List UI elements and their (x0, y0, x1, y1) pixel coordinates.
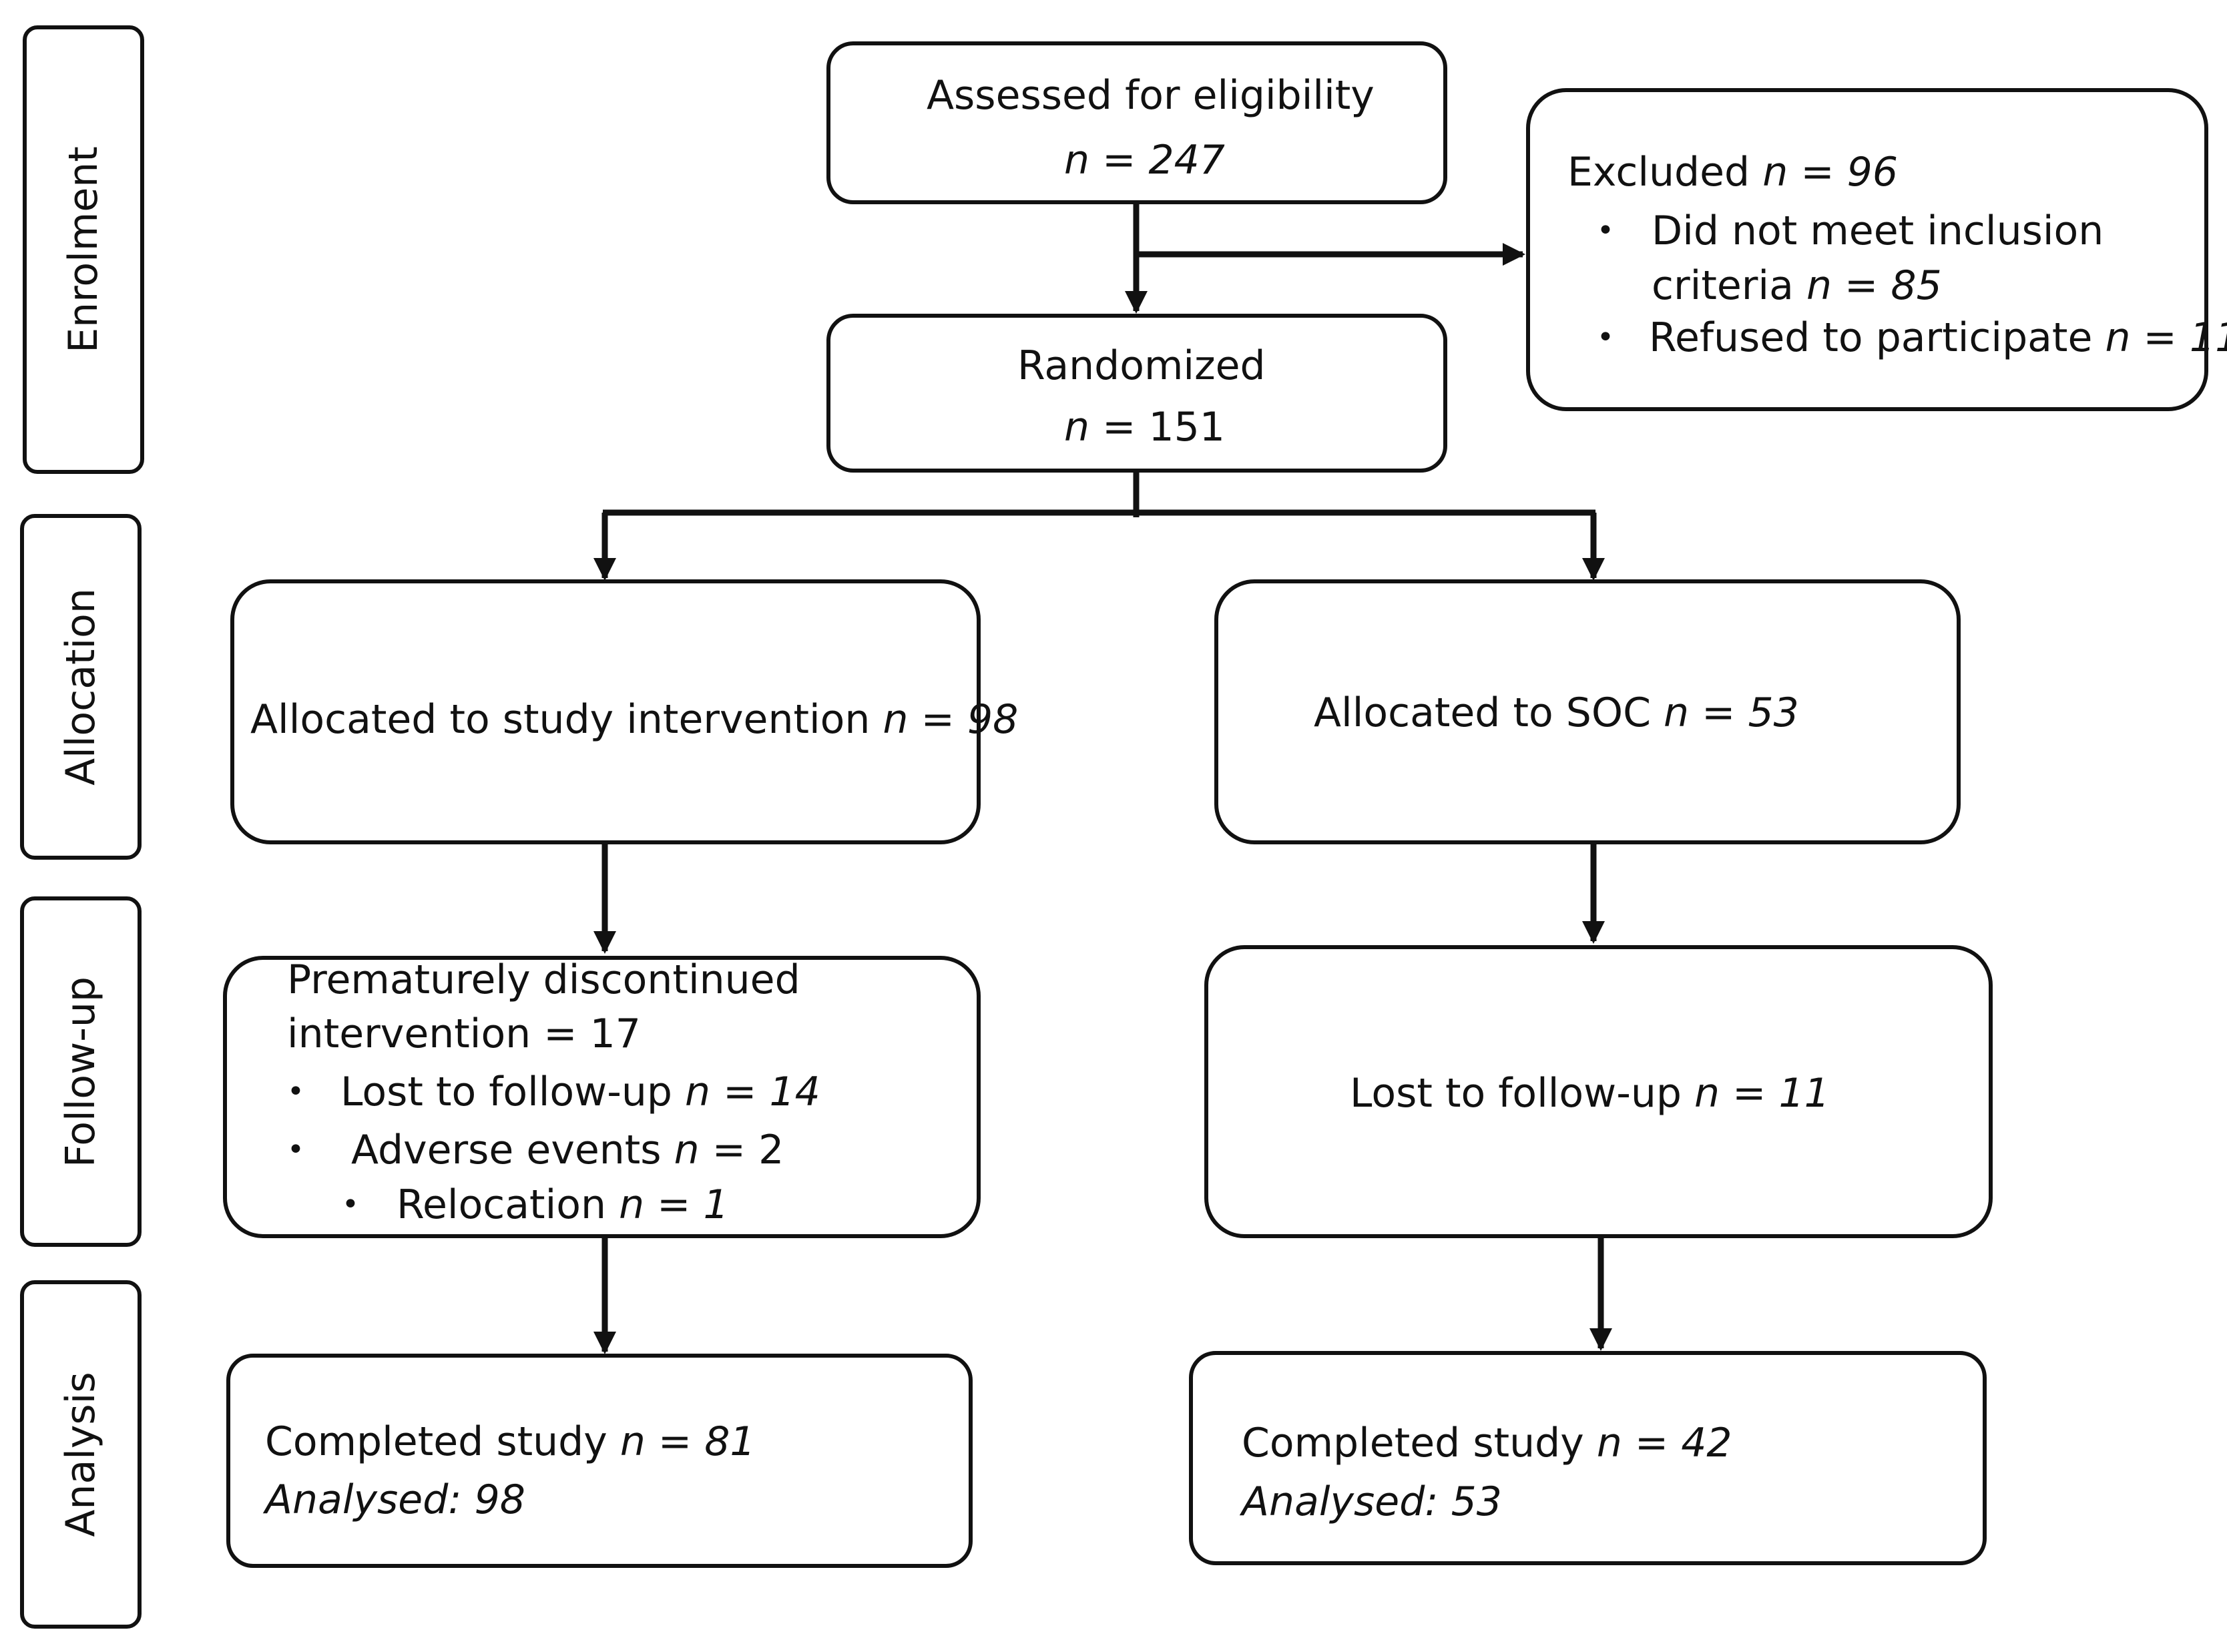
phase-enrolment: Enrolment (23, 25, 144, 474)
followup-soc-label: Lost to follow-up n = 11 (1350, 1070, 1830, 1117)
analysis-intervention-box (226, 1354, 973, 1568)
analysis-intervention-analysed: Analysed: 98 (265, 1476, 525, 1523)
followup-item-3: Relocation n = 1 (397, 1181, 729, 1228)
followup-item-2: Adverse events n = 2 (351, 1127, 784, 1173)
followup-soc-box (1204, 945, 1993, 1238)
allocation-intervention-box (230, 579, 981, 844)
excluded-item-1-line1: Did not meet inclusion (1652, 208, 2104, 254)
allocation-intervention-label: Allocated to study intervention n = 98 (250, 696, 1019, 743)
followup-item-1: Lost to follow-up n = 14 (340, 1069, 820, 1115)
phase-followup-label: Follow-up (57, 976, 104, 1167)
assessed-label: Assessed for eligibility (927, 72, 1375, 119)
randomized-label: Randomized (1017, 342, 1266, 389)
followup-bullet-1: • (287, 1075, 304, 1109)
randomized-count: n = 151 (1064, 404, 1225, 451)
phase-allocation: Allocation (20, 514, 142, 860)
excluded-bullet-1: • (1597, 214, 1614, 248)
randomized-box (826, 314, 1447, 473)
excluded-label: Excluded n = 96 (1567, 149, 1899, 196)
analysis-soc-completed: Completed study n = 42 (1242, 1420, 1732, 1466)
phase-allocation-label: Allocation (57, 588, 104, 786)
analysis-soc-box (1189, 1351, 1987, 1565)
allocation-soc-label: Allocated to SOC n = 53 (1314, 690, 1799, 736)
phase-followup: Follow-up (20, 896, 142, 1247)
assessed-box (826, 41, 1447, 204)
phase-analysis: Analysis (20, 1280, 142, 1629)
followup-bullet-2: • (287, 1133, 304, 1167)
followup-intervention-box (223, 956, 981, 1238)
excluded-box (1526, 88, 2208, 411)
allocation-soc-box (1214, 579, 1961, 844)
excluded-item-1-line2: criteria n = 85 (1652, 262, 1942, 309)
followup-bullet-3: • (342, 1187, 359, 1221)
analysis-intervention-completed: Completed study n = 81 (265, 1418, 756, 1465)
analysis-soc-analysed: Analysed: 53 (1242, 1478, 1502, 1525)
phase-analysis-label: Analysis (57, 1372, 104, 1537)
phase-enrolment-label: Enrolment (60, 146, 107, 353)
followup-intervention-line2: intervention = 17 (287, 1011, 641, 1057)
assessed-count: n = 247 (1064, 137, 1225, 184)
excluded-bullet-2: • (1597, 320, 1614, 354)
excluded-item-2: Refused to participate n = 11 (1649, 314, 2227, 361)
followup-intervention-line1: Prematurely discontinued (287, 956, 800, 1003)
